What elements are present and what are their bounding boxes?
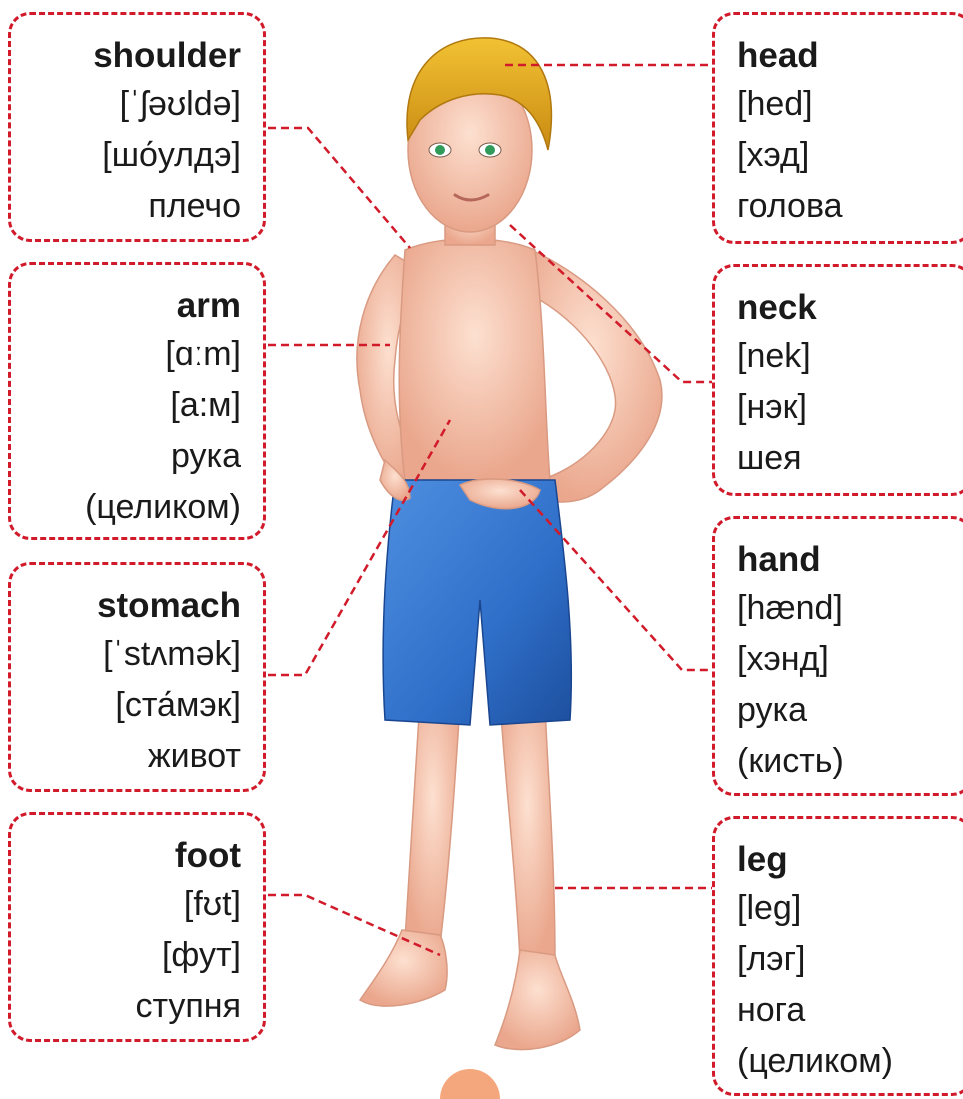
neck-ipa: [nek] <box>737 331 963 382</box>
head-card: head [hed] [хэд] голова <box>712 12 963 244</box>
hand-translit: [хэнд] <box>737 634 963 685</box>
arm-translation: рука <box>11 431 241 482</box>
neck-translit: [нэк] <box>737 382 963 433</box>
foot-translation: ступня <box>11 981 241 1032</box>
hand-word: hand <box>737 537 963 583</box>
shoulder-word: shoulder <box>11 33 241 79</box>
shoulder-translit: [шо́улдэ] <box>11 130 241 181</box>
leg-translation: нога <box>737 985 963 1036</box>
foot-translit: [фут] <box>11 930 241 981</box>
neck-word: neck <box>737 285 963 331</box>
foot-card: foot [fʊt] [фут] ступня <box>8 812 266 1042</box>
leg-ipa: [leg] <box>737 883 963 934</box>
left-leg <box>405 700 460 945</box>
hand-ipa: [hænd] <box>737 583 963 634</box>
right-leg <box>500 700 555 962</box>
stomach-card: stomach [ˈstʌmək] [ста́мэк] живот <box>8 562 266 792</box>
hand-translation: рука <box>737 685 963 736</box>
neck-translation: шея <box>737 433 963 484</box>
left-foot-shape <box>360 930 447 1006</box>
head-ipa: [hed] <box>737 79 963 130</box>
arm-word: arm <box>11 283 241 329</box>
leg-word: leg <box>737 837 963 883</box>
neck-card: neck [nek] [нэк] шея <box>712 264 963 496</box>
arm-note: (целиком) <box>11 482 241 533</box>
arm-ipa: [ɑːm] <box>11 329 241 380</box>
shoulder-card: shoulder [ˈʃəʊldə] [шо́улдэ] плечо <box>8 12 266 242</box>
right-foot-shape <box>495 950 580 1050</box>
stomach-translation: живот <box>11 731 241 782</box>
stomach-translit: [ста́мэк] <box>11 680 241 731</box>
arm-translit: [а:м] <box>11 380 241 431</box>
shorts-shape <box>383 480 571 725</box>
head-word: head <box>737 33 963 79</box>
bottom-ornament <box>440 1069 500 1099</box>
hand-note: (кисть) <box>737 736 963 787</box>
shoulder-translation: плечо <box>11 181 241 232</box>
head-translation: голова <box>737 181 963 232</box>
torso-shape <box>399 239 550 480</box>
foot-word: foot <box>11 833 241 879</box>
hand-card: hand [hænd] [хэнд] рука (кисть) <box>712 516 963 796</box>
arm-card: arm [ɑːm] [а:м] рука (целиком) <box>8 262 266 540</box>
foot-ipa: [fʊt] <box>11 879 241 930</box>
leg-note: (целиком) <box>737 1036 963 1087</box>
shoulder-ipa: [ˈʃəʊldə] <box>11 79 241 130</box>
stomach-word: stomach <box>11 583 241 629</box>
leg-card: leg [leg] [лэг] нога (целиком) <box>712 816 963 1096</box>
leg-translit: [лэг] <box>737 934 963 985</box>
stomach-ipa: [ˈstʌmək] <box>11 629 241 680</box>
head-translit: [хэд] <box>737 130 963 181</box>
